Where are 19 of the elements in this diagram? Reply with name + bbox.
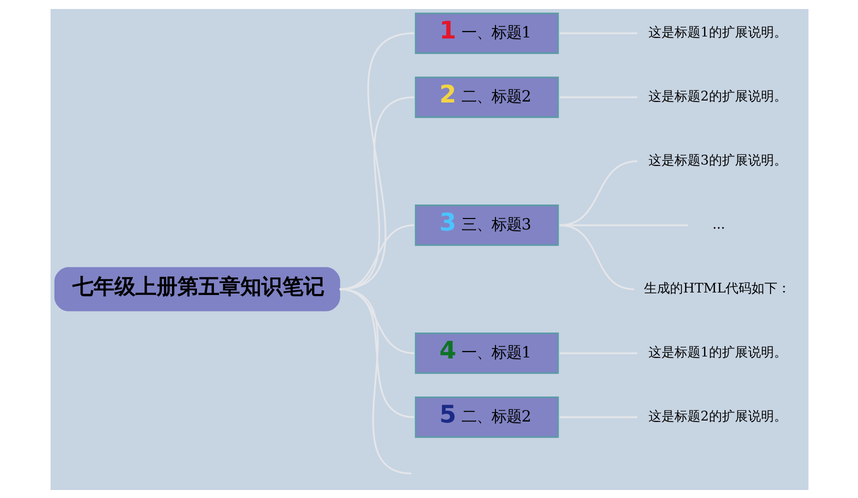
node-box: 七年级上册第五章知识笔记 bbox=[54, 266, 340, 311]
node-box: 1 一、标题1 bbox=[414, 12, 558, 54]
node-box: 5 二、标题2 bbox=[414, 396, 558, 438]
connector bbox=[338, 288, 411, 474]
node-text: 这是标题2的扩展说明。 bbox=[648, 409, 786, 424]
node-text: 这是标题3的扩展说明。 bbox=[648, 153, 786, 168]
node-text: 这是标题1的扩展说明。 bbox=[648, 25, 786, 40]
connector bbox=[338, 32, 414, 290]
node-text: ... bbox=[712, 217, 725, 232]
node-box: 3 三、标题3 bbox=[414, 204, 558, 246]
node-box: 2 二、标题2 bbox=[414, 76, 558, 118]
node-text: 生成的HTML代码如下： bbox=[644, 281, 790, 296]
connector bbox=[559, 160, 638, 226]
node-box: 4 一、标题1 bbox=[414, 332, 558, 374]
node-text: 这是标题2的扩展说明。 bbox=[648, 89, 786, 104]
connector bbox=[338, 96, 414, 290]
node-text: 这是标题1的扩展说明。 bbox=[648, 345, 786, 360]
connector bbox=[559, 224, 634, 290]
connector bbox=[338, 224, 414, 290]
